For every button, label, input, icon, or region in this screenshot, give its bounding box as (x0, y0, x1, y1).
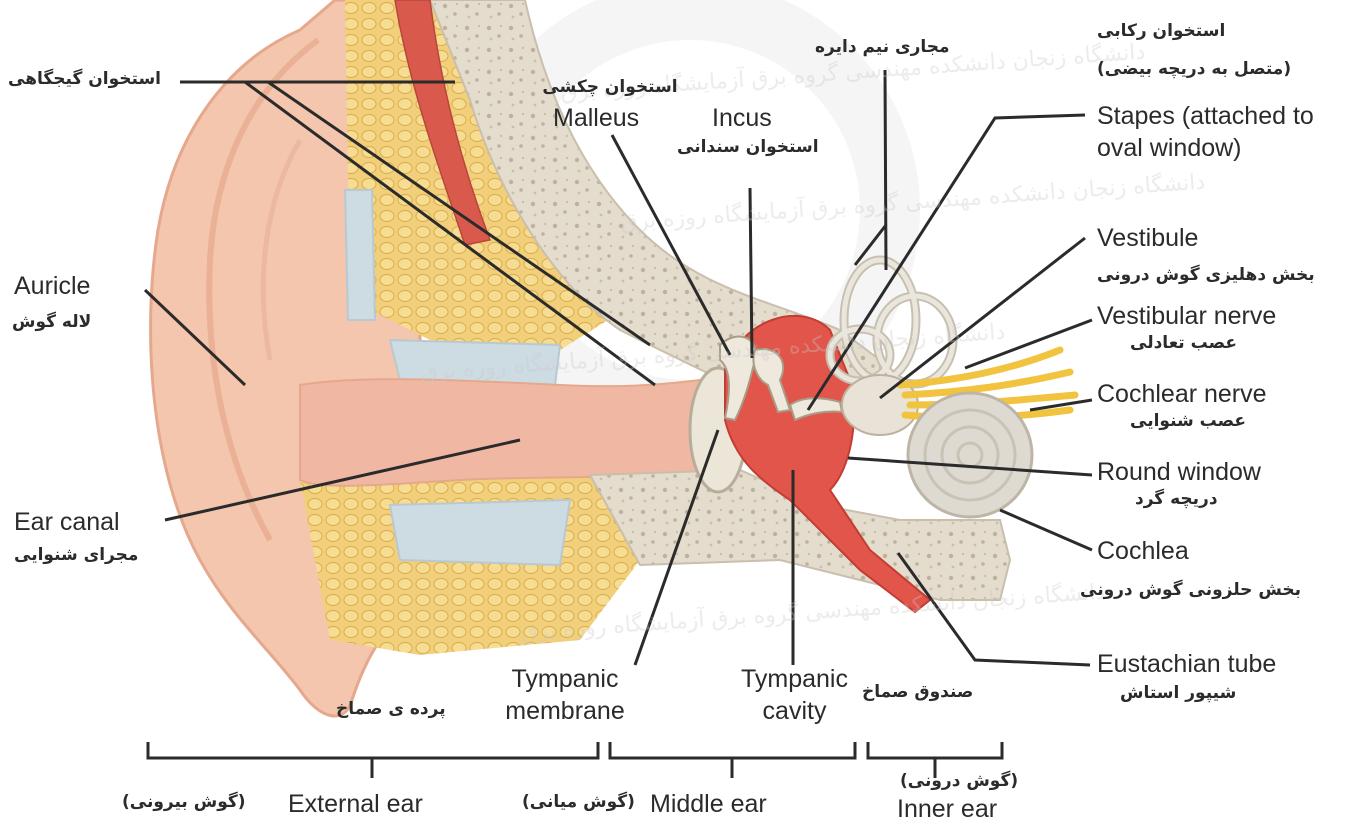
label-vestibular-nerve-fa: عصب تعادلی (1130, 334, 1237, 354)
label-ear-canal-fa: مجرای شنوایی (14, 546, 138, 566)
label-round-window-en: Round window (1097, 458, 1261, 487)
label-malleus-fa: استخوان چکشی (525, 78, 695, 98)
label-auricle-en: Auricle (14, 272, 90, 301)
bracket-inner (868, 742, 1002, 758)
label-cochlear-nerve-fa: عصب شنوایی (1130, 412, 1246, 432)
region-middle-en: Middle ear (650, 790, 767, 819)
label-incus-en: Incus (712, 104, 772, 133)
label-tympanic-membrane-en-2: membrane (485, 697, 645, 726)
label-tympanic-cavity-en-1: Tympanic (722, 665, 867, 694)
bracket-middle (610, 742, 855, 758)
label-stapes-fa: استخوان رکابی (1097, 22, 1225, 42)
region-inner-fa: (گوش درونی) (900, 772, 1018, 792)
label-vestibule-fa: بخش دهلیزی گوش درونی (1097, 266, 1315, 286)
label-cochlea-fa: بخش حلزونی گوش درونی (1080, 581, 1301, 601)
cartilage-vertical (345, 190, 375, 320)
label-vestibular-nerve-en: Vestibular nerve (1097, 302, 1276, 331)
cartilage-lower (390, 500, 570, 565)
label-tympanic-membrane-fa: پرده ی صماخ (336, 700, 446, 720)
label-temporal-bone-fa: استخوان گیجگاهی (8, 70, 161, 90)
label-stapes-en-1: Stapes (attached to (1097, 102, 1314, 131)
label-auricle-fa: لاله گوش (12, 313, 91, 333)
label-tympanic-cavity-en-2: cavity (722, 697, 867, 726)
label-semicircular-fa: مجاری نیم دایره (815, 38, 950, 58)
region-external-en: External ear (288, 790, 423, 819)
region-external-fa: (گوش بیرونی) (122, 793, 246, 813)
label-ear-canal-en: Ear canal (14, 508, 120, 537)
label-cochlea-en: Cochlea (1097, 537, 1189, 566)
label-stapes-note-fa: (متصل به دریچه بیضی) (1097, 60, 1291, 80)
label-malleus-en: Malleus (553, 104, 639, 133)
region-brackets (148, 742, 1002, 778)
leader-cochlea (1000, 510, 1092, 550)
region-middle-fa: (گوش میانی) (522, 793, 635, 813)
label-tympanic-membrane-en-1: Tympanic (485, 665, 645, 694)
cochlea-shape (908, 393, 1032, 517)
label-eustachian-fa: شیپور استاش (1120, 684, 1236, 704)
label-incus-fa: استخوان سندانی (677, 138, 819, 158)
leader-semicircular (885, 70, 886, 270)
label-round-window-fa: دریچه گرد (1135, 490, 1218, 510)
bracket-external (148, 742, 598, 758)
label-vestibule-en: Vestibule (1097, 224, 1198, 253)
label-eustachian-en: Eustachian tube (1097, 650, 1276, 679)
label-cochlear-nerve-en: Cochlear nerve (1097, 380, 1267, 409)
ear-canal-shape (300, 379, 710, 486)
label-tympanic-cavity-fa: صندوق صماخ (862, 683, 973, 703)
label-stapes-en-2: oval window) (1097, 134, 1242, 163)
region-inner-en: Inner ear (897, 795, 997, 824)
